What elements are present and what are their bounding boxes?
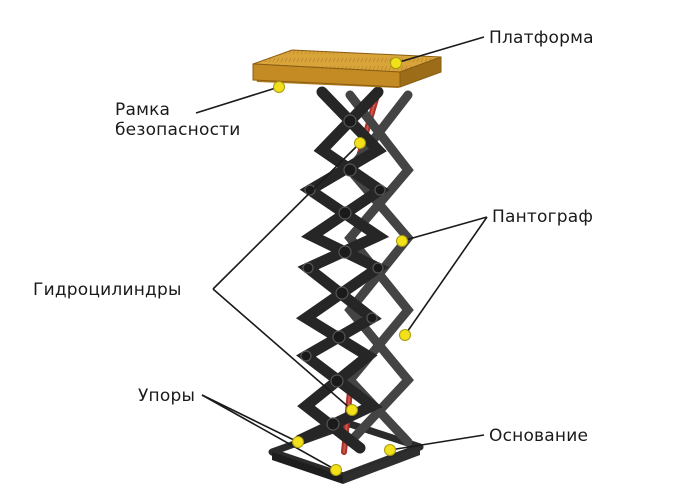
label-safety-frame-line1: Рамка	[115, 100, 171, 120]
marker-base	[384, 444, 396, 456]
marker-hydro-lower	[346, 404, 358, 416]
label-platform: Платформа	[489, 28, 594, 48]
label-safety-frame-line2: безопасности	[115, 120, 241, 140]
marker-pantograph-upper	[396, 235, 408, 247]
marker-hydro-upper	[354, 137, 366, 149]
label-pantograph: Пантограф	[492, 207, 594, 227]
pantograph-joints	[300, 114, 386, 431]
label-stops: Упоры	[138, 386, 196, 406]
marker-safety-frame	[273, 81, 285, 93]
label-safety-frame: Рамка безопасности	[115, 100, 240, 140]
label-base: Основание	[489, 426, 589, 446]
callout-markers	[273, 57, 411, 476]
marker-platform	[390, 57, 402, 69]
marker-pantograph-lower	[399, 329, 411, 341]
marker-stop-right	[330, 464, 342, 476]
marker-stop-left	[292, 436, 304, 448]
leader-lines	[195, 36, 488, 471]
label-hydraulic-cylinders: Гидроцилиндры	[33, 280, 182, 300]
